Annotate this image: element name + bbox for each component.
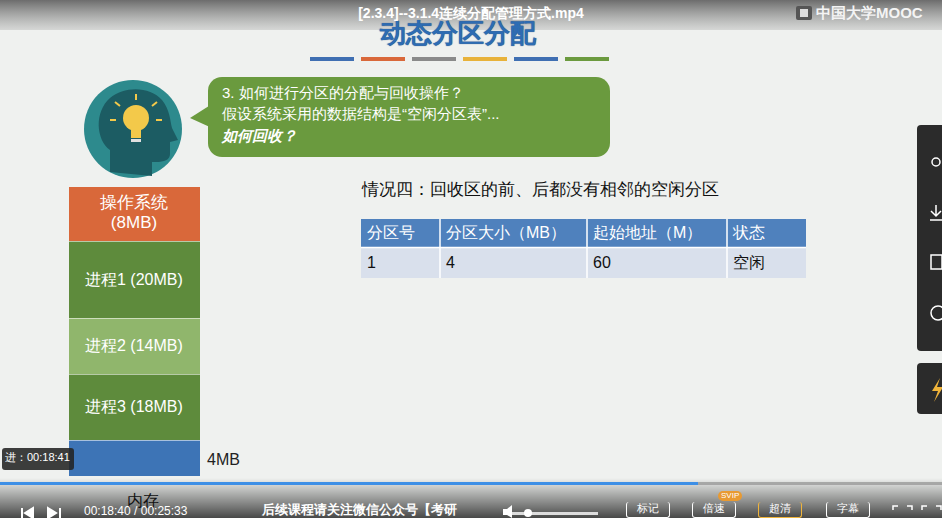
player-controls (22, 505, 941, 518)
thinking-head-icon (84, 80, 182, 178)
time-tooltip: 进：00:18:41 (2, 448, 74, 470)
side-panel (917, 125, 942, 414)
table-cell: 60 (587, 248, 727, 278)
svip-badge: SVIP (718, 491, 742, 501)
size-label: 4MB (207, 450, 240, 469)
tooltip-text: 进：00:18:41 (5, 451, 70, 464)
slide-title: 动态分区分配 (380, 18, 536, 49)
progress-bar (0, 482, 942, 485)
table-header-cell: 分区号 (361, 219, 440, 247)
watermark-logo (796, 6, 812, 20)
table-cell: 空闲 (727, 248, 806, 278)
button-label: 倍速 (703, 502, 725, 515)
question-text: 3. 如何进行分区的分配与回收操作？ (222, 84, 464, 102)
player-button: 字幕 (826, 502, 870, 518)
partition-label: 进程1 (20MB) (85, 270, 183, 289)
os-partition: 操作系统 (8MB) (69, 187, 200, 241)
watermark: 中国大学MOOC (816, 4, 923, 22)
player-button: 倍速SVIP (692, 502, 736, 518)
table-grid (361, 219, 806, 278)
partition-label: 操作系统 (8MB) (93, 193, 175, 234)
process-partition: 进程2 (14MB) (69, 318, 200, 374)
question-text: 假设系统采用的数据结构是“空闲分区表”... (222, 105, 500, 123)
case-heading: 情况四：回收区的前、后都没有相邻的空闲分区 (362, 180, 719, 200)
speech-bubble: 3. 如何进行分区的分配与回收操作？ 假设系统采用的数据结构是“空闲分区表”...… (208, 77, 610, 157)
table-cell: 1 (361, 248, 440, 278)
partition-label: 进程2 (14MB) (85, 336, 183, 355)
memory-column: 内存操作系统 (8MB)进程1 (20MB)进程2 (14MB)进程3 (18M… (69, 187, 200, 476)
button-label: 超清 (769, 502, 791, 515)
color-bars (310, 57, 609, 61)
button-label: 标记 (637, 502, 659, 515)
table-cell: 4 (440, 248, 587, 278)
table-header-cell: 分区大小（MB） (440, 219, 587, 247)
time-display: 00:18:40 / 00:25:33 (84, 504, 187, 518)
process-partition: 进程1 (20MB) (69, 241, 200, 318)
player-button: 标记 (626, 502, 670, 518)
player-button: 超清 (758, 502, 802, 518)
question-text: 如何回收？ (222, 127, 297, 145)
promo-text: 后续课程请关注微信公众号【考研 (262, 502, 457, 518)
table-header-cell: 起始地址（M） (587, 219, 727, 247)
partition-label: 进程3 (18MB) (85, 397, 183, 416)
window-title: [2.3.4]--3.1.4连续分配管理方式.mp4 (0, 5, 942, 22)
control-bar (0, 478, 942, 518)
process-partition: 进程3 (18MB) (69, 374, 200, 440)
table-header-cell: 状态 (727, 219, 806, 247)
free-partition: 4MB (69, 440, 200, 476)
button-label: 字幕 (837, 502, 859, 515)
